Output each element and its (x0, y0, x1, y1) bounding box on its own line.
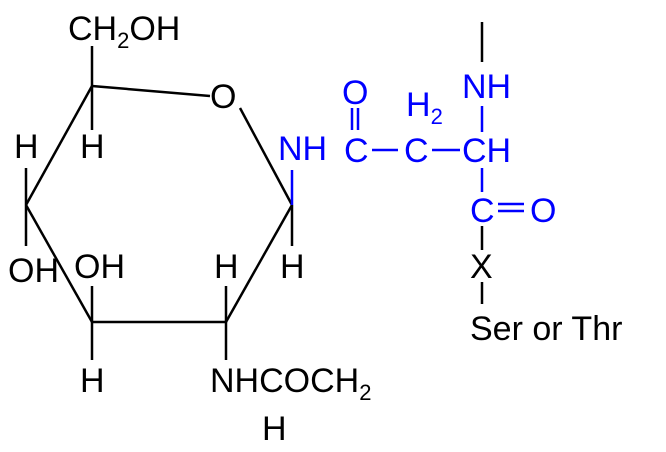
carbonyl-oxygen-label: O (342, 74, 368, 112)
carboxyl-oxygen-label: O (530, 192, 556, 230)
bond-c4-c5 (24, 85, 94, 206)
peptide-labels: NH O C H2 C CH NH C O (278, 68, 556, 230)
alpha-ch-label: CH (462, 132, 511, 170)
h-c4-label: H (14, 128, 39, 166)
ring-oxygen-label: O (210, 78, 236, 116)
oh-c3-label: OH (74, 248, 125, 286)
x-label: X (470, 248, 493, 286)
nhcoch2-label: NHCOCH2 (210, 362, 371, 405)
ser-thr-label: Ser or Thr (470, 310, 622, 348)
h-c3-label: H (80, 362, 105, 400)
h-c2-label: H (214, 248, 239, 286)
peptide-bonds (350, 22, 524, 304)
h-bottom-label: H (262, 410, 287, 448)
bond-c1-c2 (224, 204, 294, 323)
h-c5-label: H (80, 128, 105, 166)
bond-c3-c4 (24, 204, 94, 323)
h-c1-label: H (280, 248, 305, 286)
sugar-labels: CH2OH O H H OH OH H H H NHCOCH2 H (8, 10, 371, 448)
bond-c5-o (91, 84, 211, 98)
nh-glycosidic-label: NH (278, 130, 327, 168)
carboxyl-carbon-label: C (470, 192, 495, 230)
bond-o-c1 (238, 107, 294, 206)
carbonyl-carbon-label: C (344, 132, 369, 170)
ch2oh-label: CH2OH (68, 10, 180, 53)
amide-nh-label: NH (462, 68, 511, 106)
oh-c4-label: OH (8, 252, 59, 290)
sugar-ring-bonds (24, 46, 294, 360)
h2-label: H2 (406, 86, 443, 129)
methylene-carbon-label: C (404, 132, 429, 170)
linker-labels: X Ser or Thr (470, 248, 622, 348)
